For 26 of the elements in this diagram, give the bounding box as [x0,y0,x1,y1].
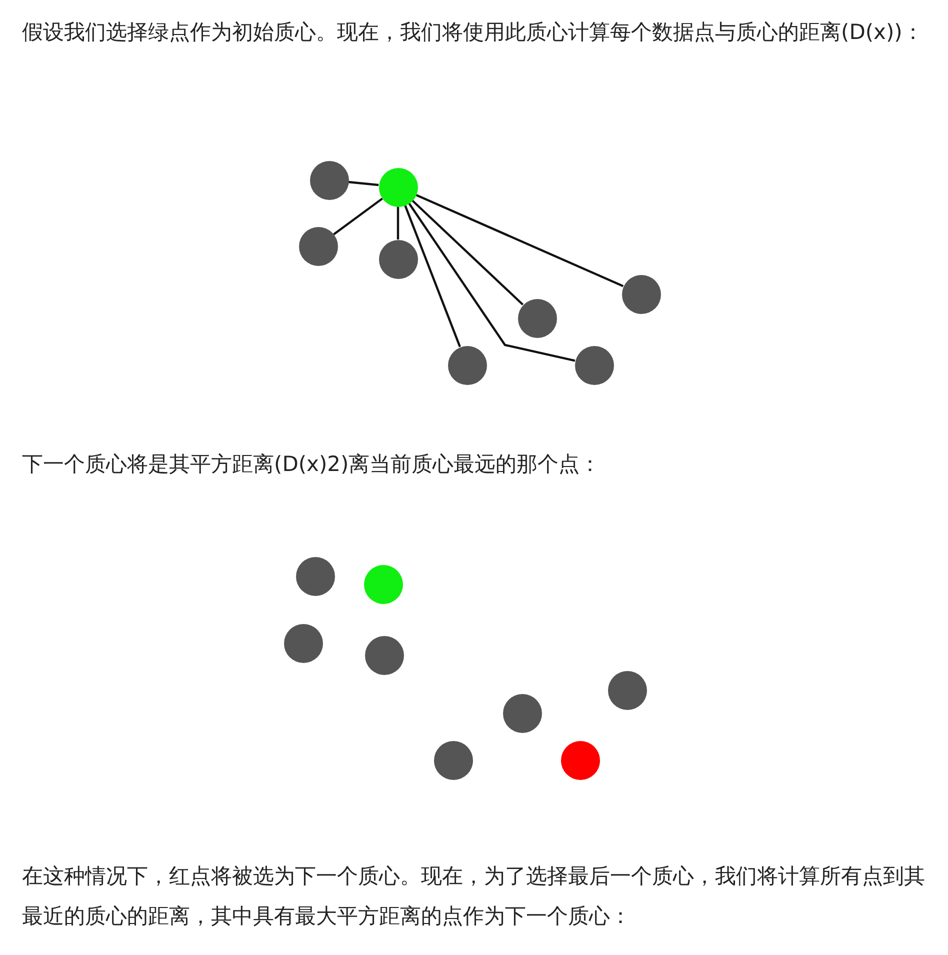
data-point [378,168,418,206]
data-point [296,556,334,596]
data-point [448,346,486,384]
data-point [364,564,402,604]
paragraph: 下一个质心将是其平方距离(D(x)2)离当前质心最远的那个点： [22,451,602,478]
data-point [310,160,348,200]
connector-line [404,204,461,348]
connector-line [348,180,379,186]
connector-line [333,198,383,236]
data-point [284,624,322,662]
data-point [364,636,404,674]
connector-line [408,202,576,362]
connector-line [396,206,400,240]
data-point [622,274,660,314]
connector-line [411,200,524,306]
data-point [298,226,338,266]
paragraph: 在这种情况下，红点将被选为下一个质心。现在，为了选择最后一个质心，我们将计算所有点到其最近的质心的距离，其中具有最大平方距离的点作为下一个质心： [22,863,926,930]
data-point [378,240,418,278]
paragraph: 假设我们选择绿点作为初始质心。现在，我们将使用此质心计算每个数据点与质心的距离(D(x))： [22,19,924,46]
data-point [518,298,556,338]
data-point [434,740,472,780]
connector-line [415,194,624,288]
data-point [502,694,542,732]
data-point [560,740,600,780]
data-point [608,670,646,710]
data-point [574,346,614,384]
